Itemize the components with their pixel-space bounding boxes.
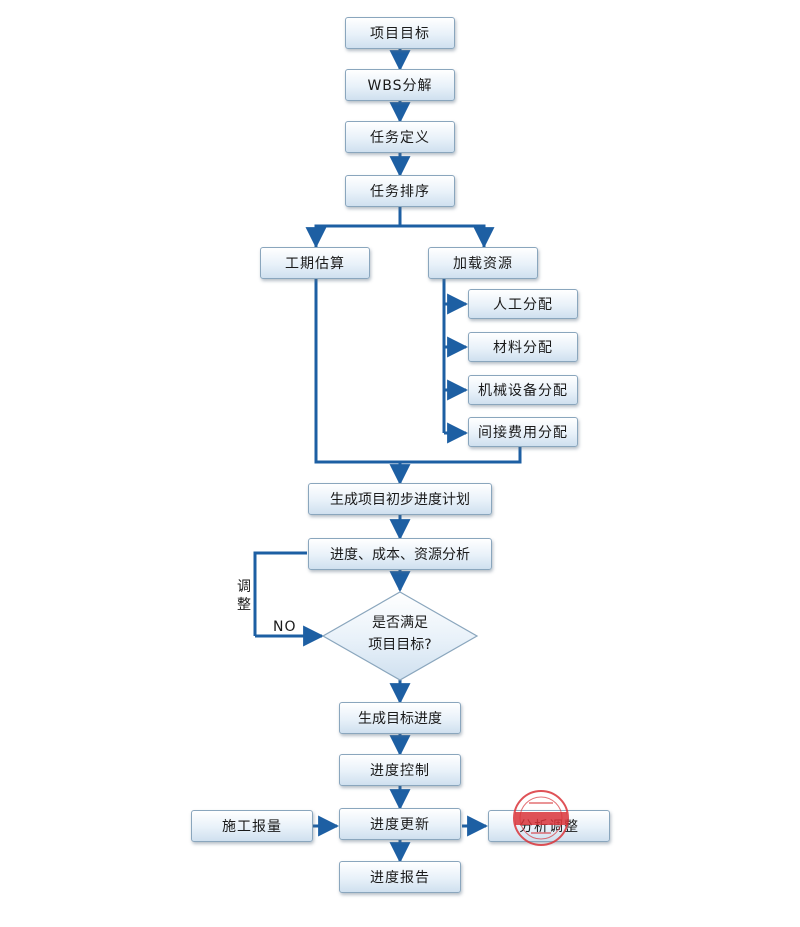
node-construction-report: 施工报量: [191, 810, 313, 842]
node-material-alloc: 材料分配: [468, 332, 578, 362]
node-indirect-alloc: 间接费用分配: [468, 417, 578, 447]
decision-diamond: [321, 591, 479, 681]
loop-back-line: [253, 551, 307, 636]
node-wbs: WBS分解: [345, 69, 455, 101]
node-initial-plan: 生成项目初步进度计划: [308, 483, 492, 515]
decision-text: 是否满足 项目目标?: [340, 612, 460, 656]
node-task-sort: 任务排序: [345, 175, 455, 207]
node-project-goal: 项目目标: [345, 17, 455, 49]
node-load-resources: 加载资源: [428, 247, 538, 279]
watermark-stamp: [513, 790, 569, 846]
merge-line: [314, 279, 522, 464]
node-schedule-update: 进度更新: [339, 808, 461, 840]
branch-split: [314, 224, 486, 247]
node-schedule-report: 进度报告: [339, 861, 461, 893]
node-analysis-adjust: 分析调整: [488, 810, 610, 842]
adjust-label-2: 整: [237, 597, 251, 613]
adjust-label-1: 调: [237, 579, 251, 595]
node-duration-estimate: 工期估算: [260, 247, 370, 279]
node-machine-alloc: 机械设备分配: [468, 375, 578, 405]
decision-line-1: 是否满足: [372, 615, 428, 631]
node-analysis: 进度、成本、资源分析: [308, 538, 492, 570]
no-label: NO: [273, 619, 297, 635]
node-schedule-control: 进度控制: [339, 754, 461, 786]
node-task-define: 任务定义: [345, 121, 455, 153]
node-labor-alloc: 人工分配: [468, 289, 578, 319]
decision-line-2: 项目目标?: [368, 637, 432, 653]
node-target-schedule: 生成目标进度: [339, 702, 461, 734]
